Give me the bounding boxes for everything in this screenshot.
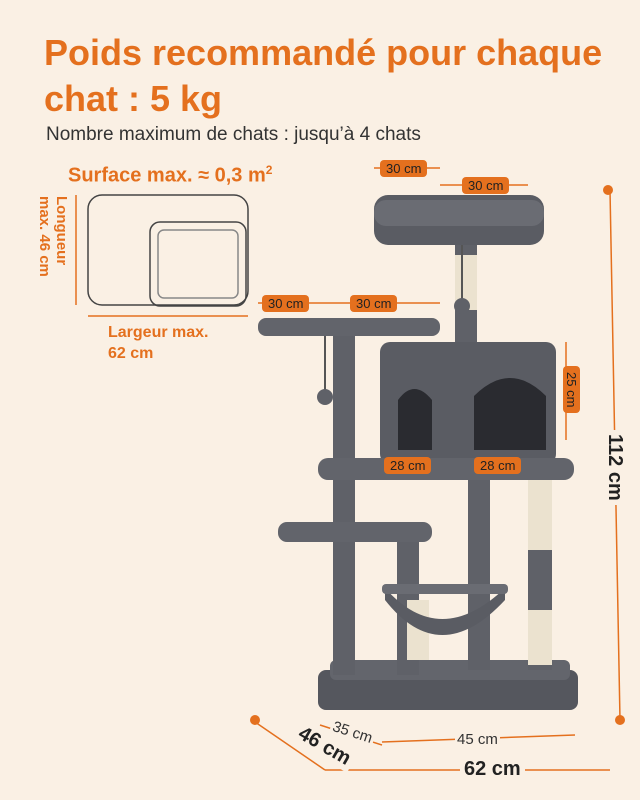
condo-depth-badge: 28 cm — [384, 457, 432, 474]
top-perch-depth-badge: 30 cm — [380, 160, 428, 177]
platform-width-badge: 30 cm — [350, 295, 398, 312]
condo-height-badge: 25 cm — [563, 366, 580, 414]
condo-width-badge: 28 cm — [474, 457, 522, 474]
surface-label: Surface max. ≈ 0,3 m2 — [68, 163, 273, 187]
bed-outline-icon — [87, 194, 249, 307]
bed-width-label: Largeur max. 62 cm — [108, 324, 209, 362]
top-perch-width-badge: 30 cm — [462, 177, 510, 194]
platform-depth-badge: 30 cm — [262, 295, 310, 312]
overall-width-label: 62 cm — [460, 758, 525, 781]
subtitle: Nombre maximum de chats : jusqu’à 4 chat… — [46, 124, 421, 145]
base-width-label: 45 cm — [455, 731, 500, 748]
bed-length-label: Longueur max. 46 cm — [36, 196, 70, 277]
headline: Poids recommandé pour chaque chat : 5 kg — [44, 32, 603, 119]
total-height-label: 112 cm — [603, 430, 626, 505]
